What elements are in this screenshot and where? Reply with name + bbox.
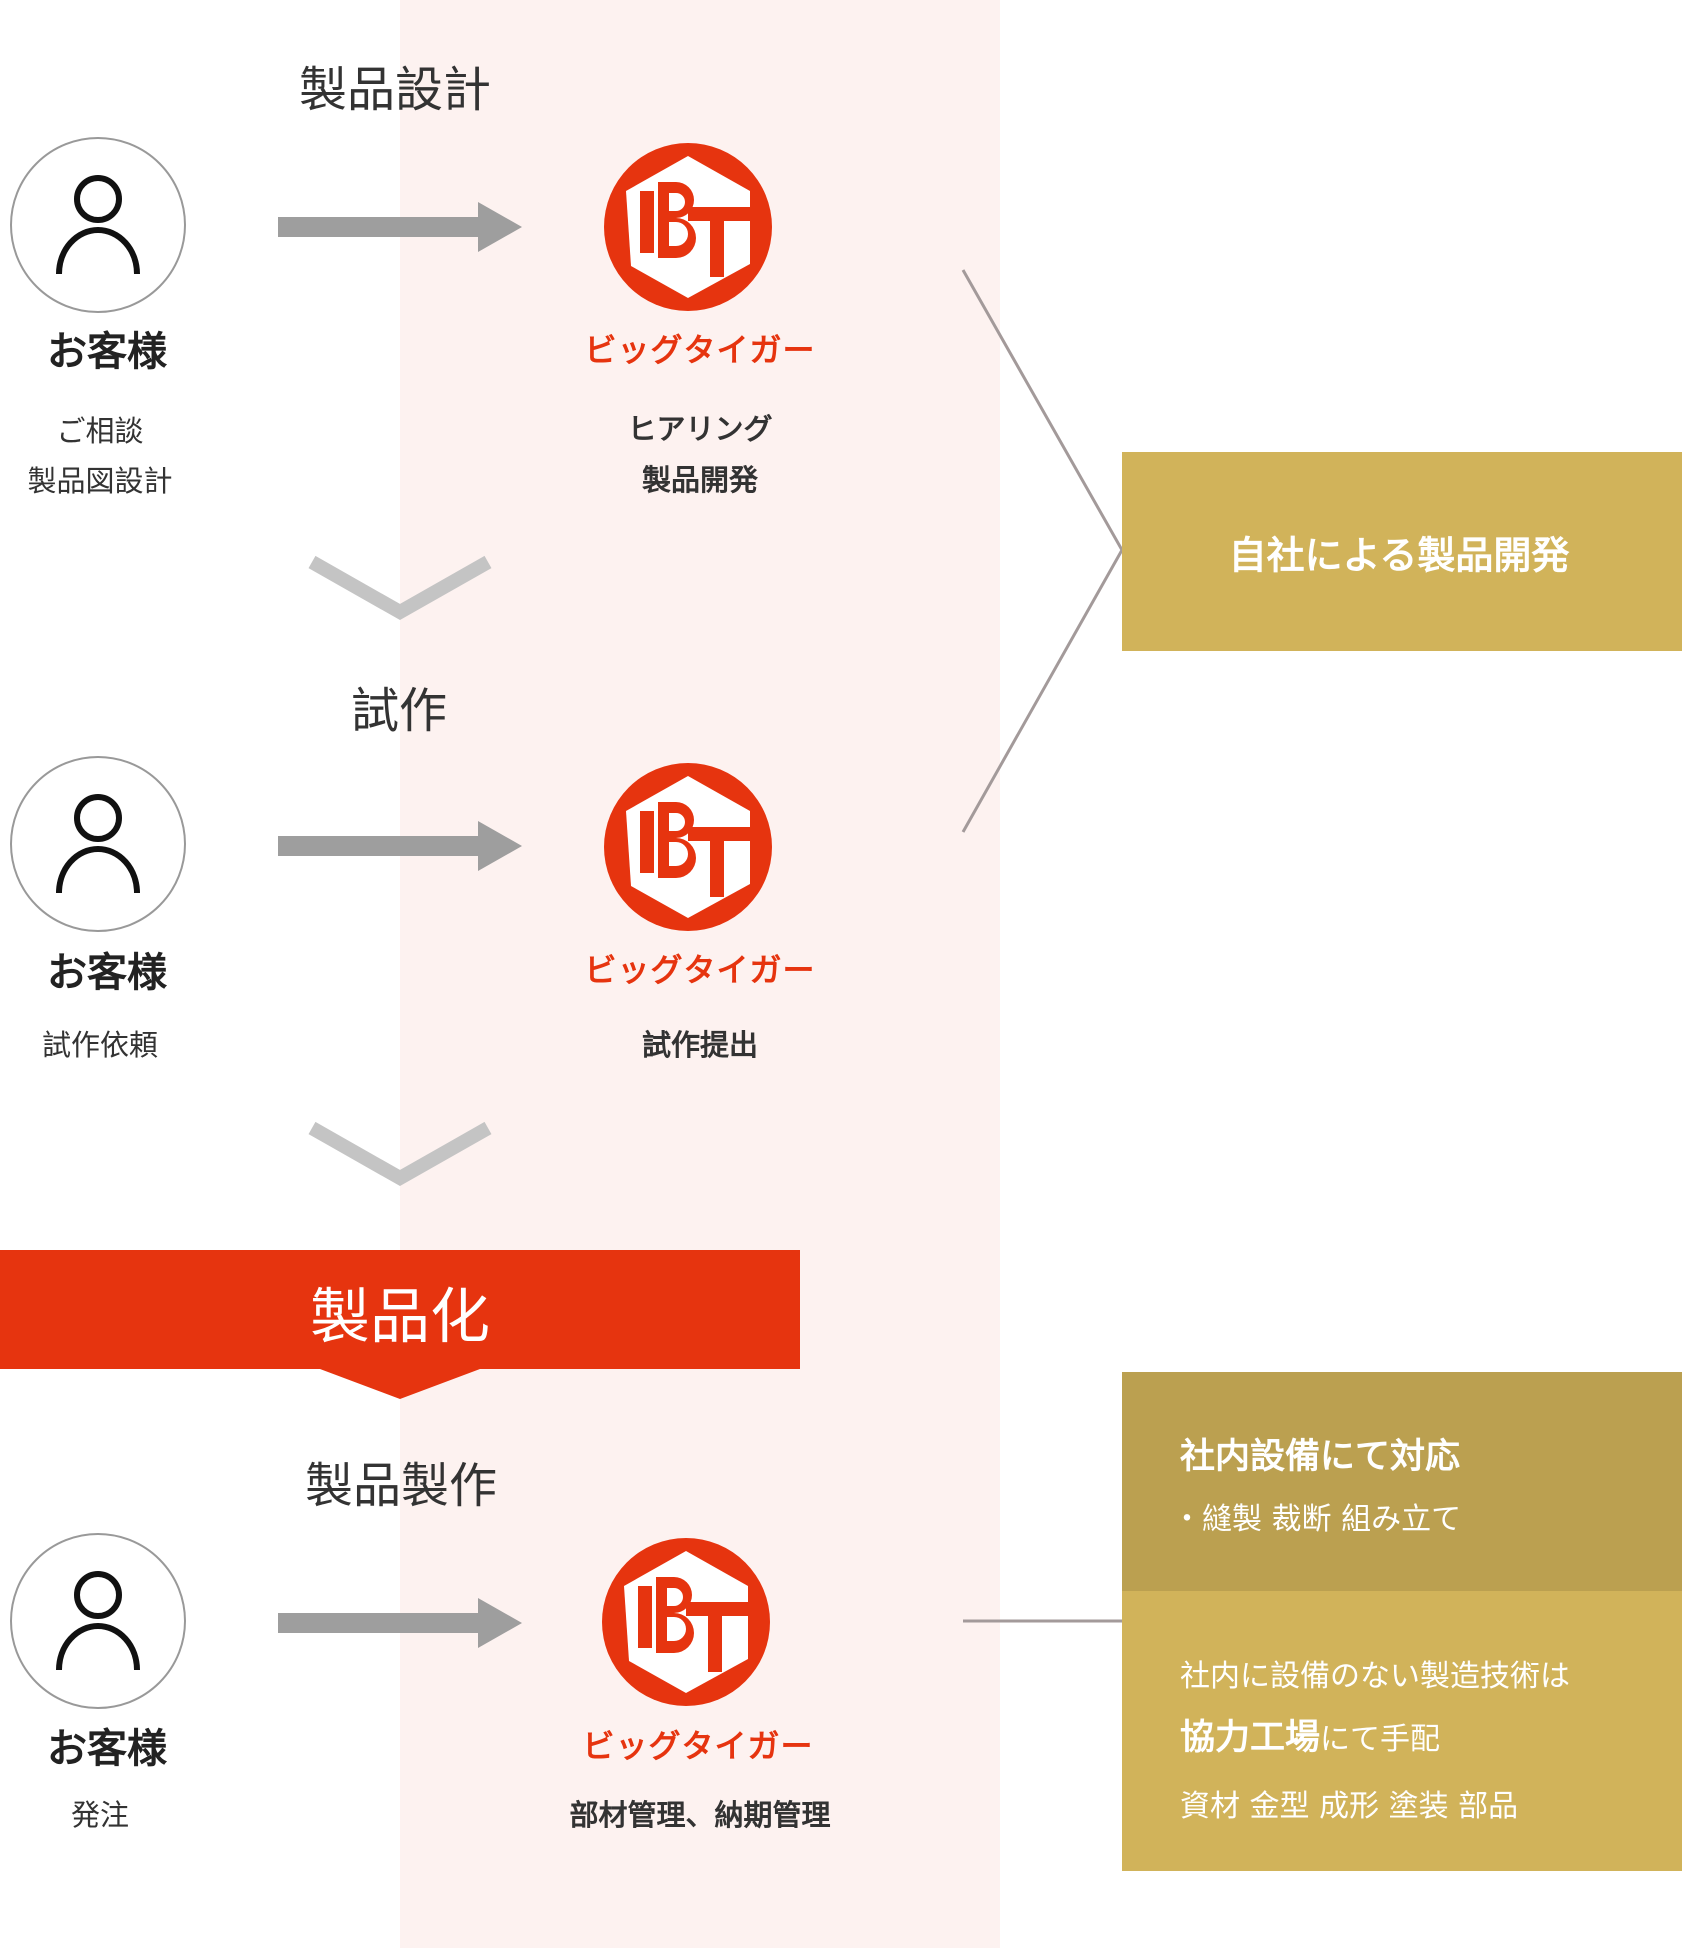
big-tiger-logo-icon [602, 1538, 770, 1706]
chevron-down-icon [308, 555, 492, 621]
in-house-equipment-items: ・縫製 裁断 組み立て [1172, 1502, 1462, 1537]
productization-banner-label: 製品化 [310, 1282, 490, 1353]
company-step: ヒアリング [627, 412, 773, 446]
partner-intro: 社内に設備のない製造技術は [1180, 1659, 1570, 1694]
company-step: 試作提出 [641, 1028, 759, 1062]
customer-label: お客様 [47, 950, 167, 996]
customer-person-icon [10, 1533, 186, 1709]
customer-person-icon [10, 137, 186, 313]
stage-title: 試作 [350, 683, 448, 739]
partner-arrange-text: にて手配 [1320, 1722, 1441, 1757]
in-house-development-box: 自社による製品開発 [1122, 452, 1682, 651]
stage-title: 製品設計 [298, 62, 492, 118]
customer-step: ご相談 [56, 414, 144, 448]
arrow-right-icon [278, 1598, 522, 1648]
customer-step: 製品図設計 [27, 464, 173, 498]
dev-bracket-line [961, 269, 1124, 833]
stage-title: 製品製作 [304, 1458, 498, 1514]
arrow-right-icon [278, 821, 522, 871]
in-house-equipment-box: 社内設備にて対応 ・縫製 裁断 組み立て [1122, 1372, 1682, 1591]
partner-items: 資材 金型 成形 塗装 部品 [1180, 1789, 1519, 1824]
brand-name: ビッグタイガー [584, 331, 816, 369]
partner-factory-box: 社内に設備のない製造技術は 協力工場にて手配 資材 金型 成形 塗装 部品 [1122, 1591, 1682, 1871]
in-house-equipment-title: 社内設備にて対応 [1180, 1437, 1461, 1477]
partner-factory-emphasis: 協力工場 [1180, 1718, 1321, 1758]
brand-name: ビッグタイガー [584, 951, 816, 989]
company-step: 製品開発 [641, 463, 759, 497]
company-step: 部材管理、納期管理 [569, 1798, 831, 1832]
customer-step: 発注 [70, 1798, 130, 1832]
customer-label: お客様 [47, 329, 167, 375]
in-house-development-label: 自社による製品開発 [1228, 533, 1570, 578]
customer-label: お客様 [47, 1726, 167, 1772]
productization-banner-shape [0, 1250, 800, 1399]
customer-person-icon [10, 756, 186, 932]
chevron-down-icon [308, 1121, 492, 1187]
big-tiger-logo-icon [604, 143, 772, 311]
brand-name: ビッグタイガー [582, 1727, 814, 1765]
arrow-right-icon [278, 202, 522, 252]
big-tiger-logo-icon [604, 763, 772, 931]
customer-step: 試作依頼 [41, 1028, 159, 1062]
partner-line: 協力工場にて手配 [1180, 1709, 1440, 1760]
